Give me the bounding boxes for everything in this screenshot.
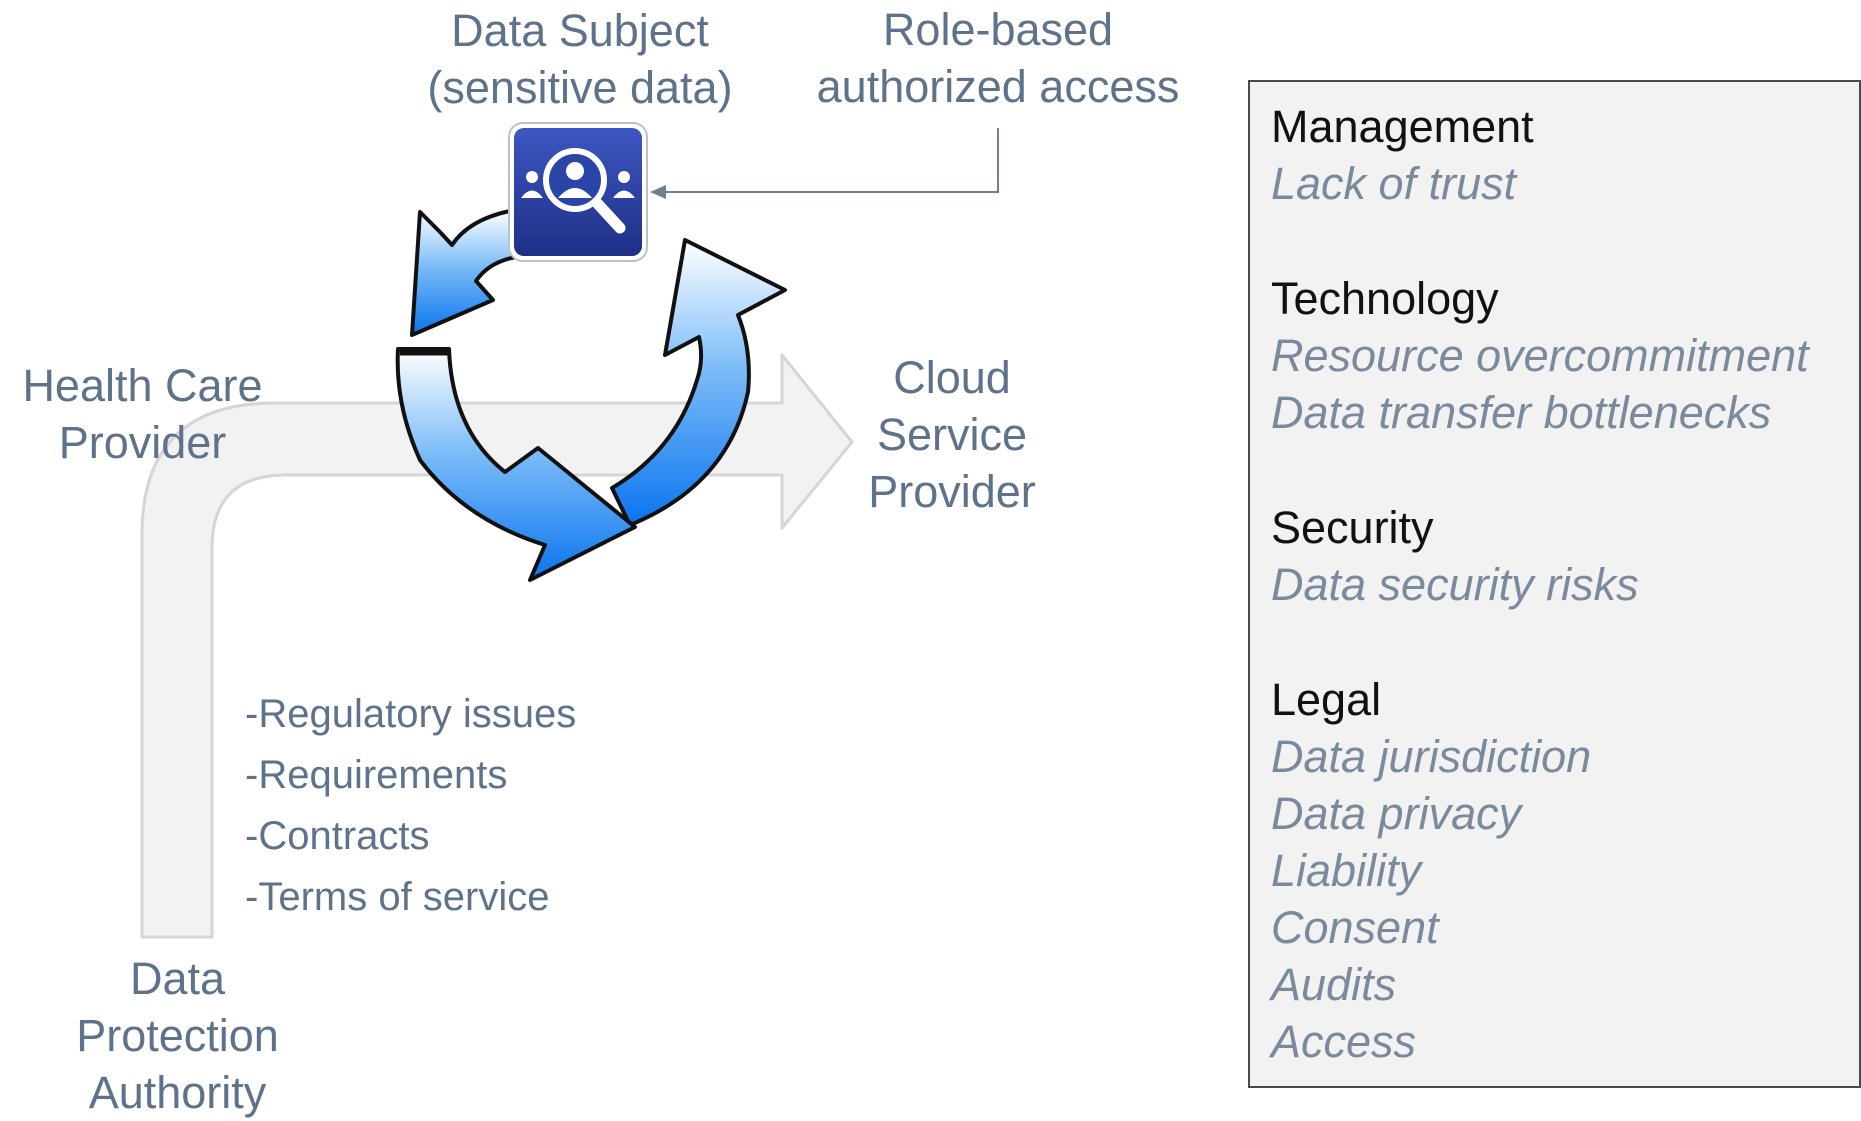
connector-arrowhead	[650, 185, 666, 199]
risk-item: Liability	[1271, 845, 1422, 896]
list-item: -Terms of service	[245, 875, 550, 919]
data-protection-authority-label: Data Protection Authority	[76, 953, 279, 1118]
risk-item: Consent	[1271, 902, 1439, 953]
health-care-provider-label: Health Care Provider	[22, 360, 263, 468]
risk-item: Access	[1271, 1016, 1417, 1067]
cloud-service-provider-label: Cloud Service Provider	[868, 352, 1036, 517]
magnifier-people-icon	[508, 122, 648, 262]
category-title: Security	[1271, 502, 1434, 553]
list-item: -Contracts	[245, 814, 430, 858]
challenge-category-management: Management Lack of trust	[1271, 98, 1859, 212]
category-title: Management	[1271, 101, 1534, 152]
risk-item: Data privacy	[1271, 788, 1522, 839]
challenge-category-legal: Legal Data jurisdiction Data privacy Lia…	[1271, 671, 1859, 1070]
regulatory-items-list: -Regulatory issues -Requirements -Contra…	[245, 684, 576, 928]
connector-line	[655, 128, 999, 193]
challenges-panel: Management Lack of trust Technology Reso…	[1248, 80, 1861, 1088]
risk-item: Lack of trust	[1271, 158, 1517, 209]
risk-item: Data jurisdiction	[1271, 731, 1592, 782]
risk-item: Data transfer bottlenecks	[1271, 387, 1772, 438]
category-title: Technology	[1271, 273, 1499, 324]
challenge-category-security: Security Data security risks	[1271, 499, 1859, 613]
risk-item: Audits	[1271, 959, 1397, 1010]
circular-arrows-icon	[395, 208, 787, 582]
category-title: Legal	[1271, 674, 1382, 725]
data-subject-label: Data Subject (sensitive data)	[427, 5, 733, 113]
role-access-label: Role-based authorized access	[816, 4, 1180, 112]
risk-item: Resource overcommitment	[1271, 330, 1809, 381]
list-item: -Regulatory issues	[245, 692, 577, 736]
list-item: -Requirements	[245, 753, 508, 797]
risk-item: Data security risks	[1271, 559, 1639, 610]
challenge-category-technology: Technology Resource overcommitment Data …	[1271, 270, 1859, 441]
